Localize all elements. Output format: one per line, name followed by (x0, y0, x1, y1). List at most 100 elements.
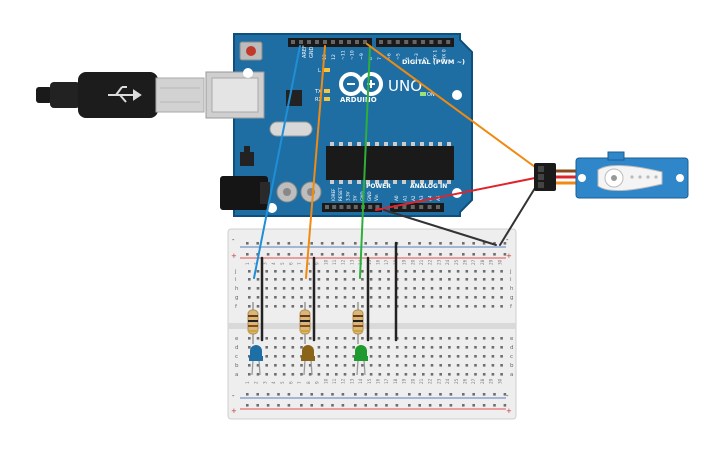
breadboard-hole[interactable] (291, 270, 295, 273)
breadboard-hole[interactable] (369, 346, 373, 349)
breadboard-hole[interactable] (291, 355, 295, 358)
breadboard-hole[interactable] (500, 337, 503, 340)
breadboard-hole[interactable] (465, 355, 469, 358)
breadboard-hole[interactable] (378, 278, 382, 281)
breadboard-hole[interactable] (448, 278, 451, 281)
rail-hole[interactable] (277, 253, 280, 256)
breadboard-hole[interactable] (456, 278, 460, 281)
breadboard-hole[interactable] (343, 364, 347, 367)
breadboard-hole[interactable] (369, 355, 373, 358)
breadboard-hole[interactable] (361, 296, 364, 299)
breadboard-hole[interactable] (300, 296, 303, 299)
breadboard-hole[interactable] (482, 346, 486, 349)
blue-led[interactable] (249, 345, 263, 376)
breadboard-hole[interactable] (500, 373, 503, 376)
breadboard-hole[interactable] (448, 305, 451, 308)
breadboard-hole[interactable] (335, 305, 338, 308)
rail-hole[interactable] (449, 393, 453, 396)
breadboard-hole[interactable] (387, 373, 390, 376)
breadboard-hole[interactable] (439, 270, 442, 273)
breadboard-hole[interactable] (422, 287, 425, 290)
breadboard-hole[interactable] (387, 305, 390, 308)
rail-hole[interactable] (462, 404, 465, 407)
rail-hole[interactable] (266, 393, 270, 396)
breadboard-hole[interactable] (369, 305, 373, 308)
breadboard-hole[interactable] (326, 337, 329, 340)
breadboard-hole[interactable] (465, 305, 469, 308)
jumper-wires[interactable] (253, 43, 536, 342)
breadboard-hole[interactable] (369, 364, 373, 367)
rail-hole[interactable] (341, 404, 345, 407)
breadboard-hole[interactable] (378, 337, 382, 340)
leds[interactable] (249, 345, 368, 376)
breadboard-hole[interactable] (387, 364, 390, 367)
breadboard-hole[interactable] (422, 270, 425, 273)
breadboard-hole[interactable] (387, 346, 390, 349)
servo-motor[interactable] (534, 151, 689, 199)
breadboard-hole[interactable] (369, 287, 373, 290)
breadboard-hole[interactable] (265, 287, 268, 290)
breadboard-hole[interactable] (422, 278, 425, 281)
header-hole[interactable] (375, 205, 380, 209)
breadboard-hole[interactable] (274, 278, 277, 281)
breadboard-hole[interactable] (404, 337, 408, 340)
header-hole[interactable] (437, 40, 442, 44)
breadboard-hole[interactable] (361, 337, 364, 340)
breadboard-hole[interactable] (335, 278, 338, 281)
breadboard-hole[interactable] (500, 355, 503, 358)
rail-hole[interactable] (374, 404, 378, 407)
rail-hole[interactable] (482, 404, 486, 407)
breadboard-hole[interactable] (387, 355, 390, 358)
rail-hole[interactable] (472, 393, 475, 396)
breadboard-hole[interactable] (343, 355, 347, 358)
servo-signal-wire[interactable] (366, 43, 536, 168)
breadboard-hole[interactable] (361, 364, 364, 367)
rail-hole[interactable] (364, 404, 367, 407)
breadboard-hole[interactable] (317, 305, 321, 308)
header-hole[interactable] (315, 40, 319, 44)
breadboard-hole[interactable] (291, 287, 295, 290)
breadboard-hole[interactable] (439, 337, 442, 340)
breadboard-hole[interactable] (482, 337, 486, 340)
breadboard-hole[interactable] (308, 270, 312, 273)
servo-connector[interactable] (534, 163, 556, 191)
breadboard-hole[interactable] (352, 296, 355, 299)
rail-hole[interactable] (300, 253, 303, 256)
rail-hole[interactable] (449, 253, 453, 256)
breadboard-hole[interactable] (491, 278, 495, 281)
ground-wire[interactable] (383, 209, 497, 246)
header-hole[interactable] (427, 205, 432, 209)
rail-hole[interactable] (246, 253, 249, 256)
rail-hole[interactable] (385, 242, 388, 245)
breadboard-hole[interactable] (456, 355, 460, 358)
breadboard-hole[interactable] (456, 270, 460, 273)
header-hole[interactable] (410, 205, 415, 209)
breadboard-hole[interactable] (369, 373, 373, 376)
breadboard-hole[interactable] (439, 296, 442, 299)
breadboard-hole[interactable] (387, 296, 390, 299)
breadboard-hole[interactable] (282, 355, 286, 358)
header-hole[interactable] (429, 40, 434, 44)
breadboard-hole[interactable] (317, 346, 321, 349)
breadboard-hole[interactable] (430, 364, 434, 367)
breadboard-hole[interactable] (482, 278, 486, 281)
breadboard-hole[interactable] (422, 373, 425, 376)
rail-hole[interactable] (287, 242, 291, 245)
breadboard-hole[interactable] (395, 364, 399, 367)
breadboard-hole[interactable] (265, 337, 268, 340)
header-hole[interactable] (379, 40, 383, 44)
breadboard-hole[interactable] (335, 270, 338, 273)
breadboard-hole[interactable] (343, 278, 347, 281)
header-hole[interactable] (307, 40, 311, 44)
rail-hole[interactable] (472, 242, 475, 245)
breadboard-hole[interactable] (474, 337, 477, 340)
breadboard-hole[interactable] (448, 346, 451, 349)
rail-hole[interactable] (385, 393, 388, 396)
breadboard-hole[interactable] (343, 373, 347, 376)
breadboard-hole[interactable] (430, 296, 434, 299)
rail-hole[interactable] (331, 404, 334, 407)
rail-hole[interactable] (493, 242, 496, 245)
breadboard-hole[interactable] (395, 355, 399, 358)
breadboard-hole[interactable] (474, 373, 477, 376)
rail-hole[interactable] (374, 242, 378, 245)
